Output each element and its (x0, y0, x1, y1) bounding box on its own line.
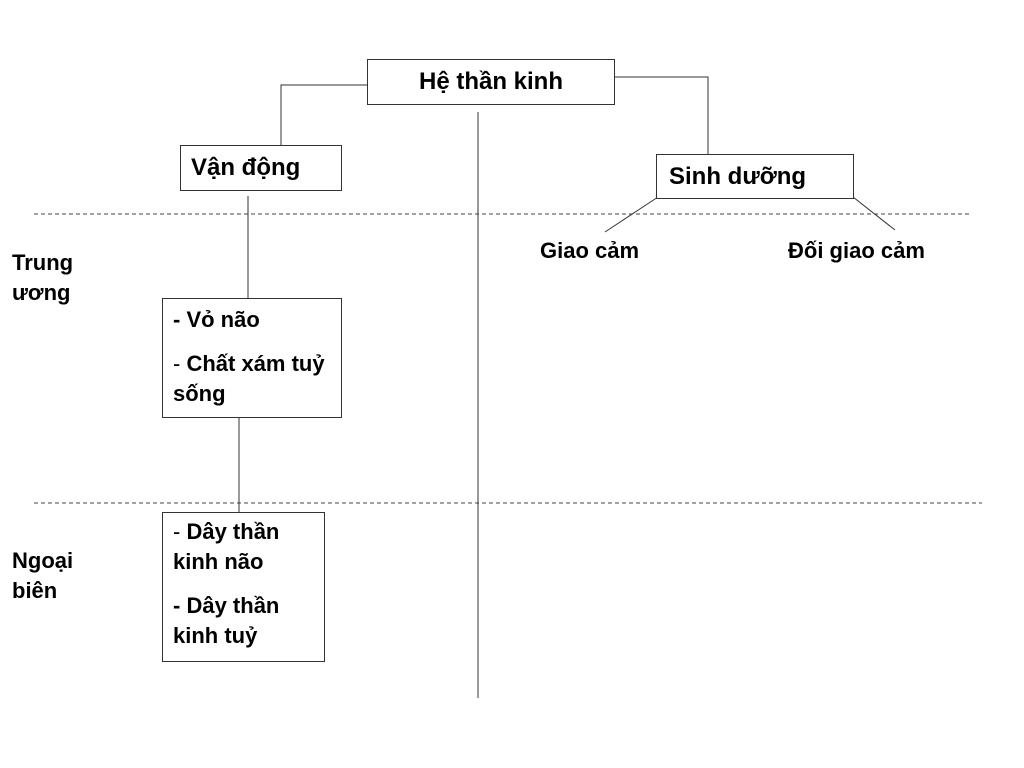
left-branch-node: Vận động (180, 145, 342, 191)
central-item: - Chất xám tuỷ sống (173, 351, 325, 406)
level-label-peripheral: Ngoại biên (12, 548, 74, 603)
peripheral-box: - Dây thần kinh não - Dây thần kinh tuỷ (162, 512, 325, 662)
connector-giao-cam (604, 196, 659, 233)
root-node: Hệ thần kinh (367, 59, 615, 105)
right-branch-label: Sinh dưỡng (669, 162, 807, 190)
left-branch-label: Vận động (191, 154, 301, 181)
child-doi-giao-cam: Đối giao cảm (788, 238, 925, 263)
level-label-central: Trung ương (12, 250, 74, 305)
child-giao-cam: Giao cảm (540, 238, 640, 263)
right-branch-node: Sinh dưỡng (656, 154, 854, 199)
root-node-label: Hệ thần kinh (418, 68, 563, 95)
peripheral-item: - Dây thần kinh tuỷ (173, 593, 280, 648)
connector-doi-giao-cam (852, 196, 896, 231)
central-item: - Vỏ não (173, 307, 260, 332)
central-box: - Vỏ não - Chất xám tuỷ sống (162, 298, 342, 418)
connector-root-left (280, 84, 367, 145)
connector-root-right (614, 76, 709, 154)
peripheral-item: - Dây thần kinh não (173, 519, 280, 574)
